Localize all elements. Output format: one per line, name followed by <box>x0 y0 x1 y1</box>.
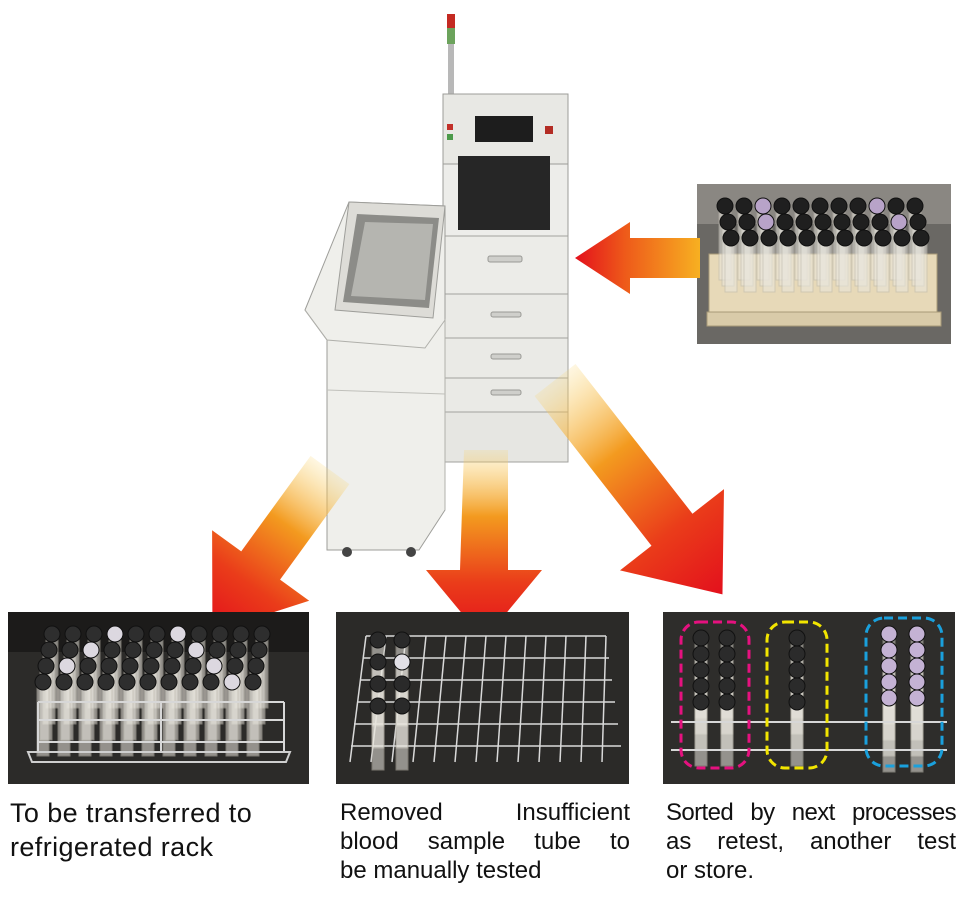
sample-tube <box>779 229 797 293</box>
caption-line: or store. <box>666 857 755 884</box>
caption-line: blood sample tube to <box>340 828 630 855</box>
input-rack-photo <box>697 184 951 344</box>
display-screen <box>475 116 533 142</box>
retest-highlight <box>679 620 751 770</box>
sample-tube <box>760 229 778 293</box>
refrigerated-rack-photo <box>8 612 309 784</box>
signal-tower-lamp <box>447 14 455 28</box>
caption-line: as retest, another test <box>666 828 956 855</box>
sample-tube <box>722 229 740 293</box>
arrow-to-manual-test <box>426 450 542 640</box>
sample-tube <box>718 693 736 767</box>
sample-tube <box>181 673 199 757</box>
caption-sorted-processes: Sorted by next processes as retest, anot… <box>666 798 957 885</box>
sample-tube <box>139 673 157 757</box>
blank-label-patch <box>607 188 649 230</box>
sample-tube <box>912 229 930 293</box>
caption-line: Sorted by next processes <box>666 799 957 826</box>
sample-tube <box>244 673 262 757</box>
caption-line: To be transferred to <box>10 798 253 828</box>
caption-insufficient-sample: Removed Insufficient blood sample tube t… <box>340 798 630 885</box>
sample-tube <box>160 673 178 757</box>
sample-tube <box>76 673 94 757</box>
sample-tube <box>118 673 136 757</box>
sample-tube <box>893 229 911 293</box>
sample-tube <box>741 229 759 293</box>
another-test-highlight <box>765 620 829 770</box>
arrow-to-sorted <box>534 363 724 595</box>
sample-tube <box>369 697 387 771</box>
sorted-rack-photo <box>663 612 955 784</box>
sample-tube <box>855 229 873 293</box>
sample-tube <box>880 689 898 773</box>
sample-tube <box>223 673 241 757</box>
manual-test-rack-photo <box>336 612 629 784</box>
sample-tube <box>692 693 710 767</box>
sample-tube <box>97 673 115 757</box>
sample-tube <box>788 693 806 767</box>
sample-tube <box>817 229 835 293</box>
rack-frame <box>26 751 292 763</box>
store-highlight <box>864 616 944 768</box>
caption-line: Removed Insufficient <box>340 799 630 826</box>
sample-tube <box>798 229 816 293</box>
sample-tube <box>55 673 73 757</box>
viewing-window <box>458 156 550 230</box>
sample-tube <box>874 229 892 293</box>
sample-tube <box>393 697 411 771</box>
sample-tube <box>908 689 926 773</box>
arrow-to-refrigerated <box>212 455 350 632</box>
caption-line: be manually tested <box>340 857 542 884</box>
sample-tube <box>202 673 220 757</box>
input-arrow <box>575 222 700 294</box>
caption-line: refrigerated rack <box>10 832 214 862</box>
sample-tube <box>836 229 854 293</box>
caption-refrigerated-rack: To be transferred to refrigerated rack <box>10 796 310 864</box>
